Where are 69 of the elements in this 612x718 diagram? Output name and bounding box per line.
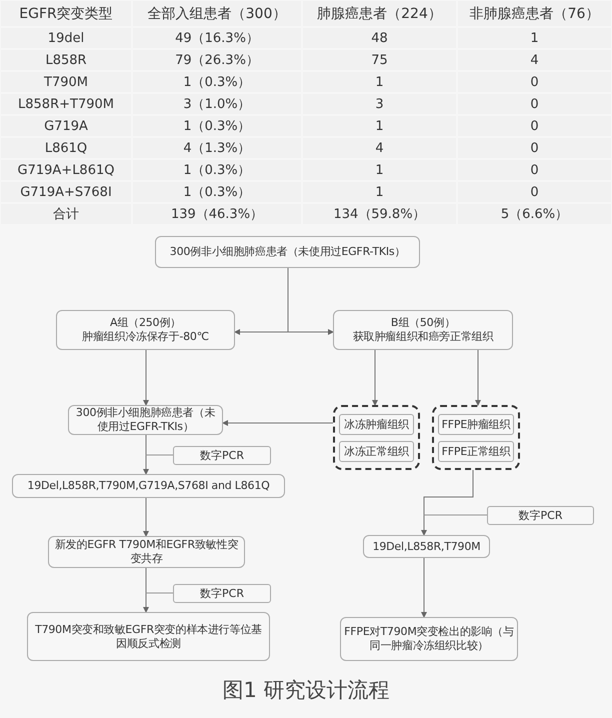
dashed-group-box (333, 405, 420, 470)
dashed-group-box (432, 405, 520, 470)
table-cell: 1 (303, 160, 456, 180)
table-cell: 合计 (1, 204, 131, 224)
column-header: 全部入组患者（300） (133, 1, 301, 26)
process-box: T790M突变和致敏EGFR突变的样本进行等位基因顺反式检测 (27, 612, 270, 661)
table-cell: 0 (458, 72, 611, 92)
column-header: EGFR突变类型 (1, 1, 131, 26)
table-cell: 0 (458, 116, 611, 136)
table-cell: 49（16.3%） (133, 28, 301, 48)
process-box: 19Del,L858R,T790M,G719A,S768I and L861Q (12, 474, 285, 498)
table-cell: 1 (458, 28, 611, 48)
arrow (143, 350, 149, 406)
table-cell: 48 (303, 28, 456, 48)
table-cell: G719A+L861Q (1, 160, 131, 180)
caption: 图1 研究设计流程 (222, 678, 390, 702)
arrow (475, 350, 481, 406)
table-cell: L861Q (1, 138, 131, 158)
table-cell: 4 (458, 50, 611, 70)
process-box: 300例非小细胞肺癌患者（未使用过EGFR-TKIs） (68, 405, 223, 435)
process-box: 300例非小细胞肺癌患者（未使用过EGFR-TKIs） (155, 236, 420, 268)
process-box: FFPE正常组织 (438, 441, 514, 462)
table-cell: 1（0.3%） (133, 72, 301, 92)
table-cell: L858R+T790M (1, 94, 131, 114)
table-cell: 0 (458, 138, 611, 158)
arrow (143, 434, 149, 475)
edge-label: 数字PCR (173, 584, 271, 603)
process-box: 冰冻肿瘤组织 (339, 414, 414, 435)
table-cell: 0 (458, 160, 611, 180)
table-cell: 19del (1, 28, 131, 48)
table-cell: 0 (458, 182, 611, 202)
arrow (372, 350, 378, 406)
table-cell: G719A (1, 116, 131, 136)
process-box: FFPE肿瘤组织 (438, 414, 514, 435)
arrow (421, 558, 427, 618)
table-cell: 1（0.3%） (133, 160, 301, 180)
table-cell: 0 (458, 94, 611, 114)
edge-label: 数字PCR (487, 506, 594, 525)
arrow (288, 268, 334, 335)
column-header: 肺腺癌患者（224） (303, 1, 456, 26)
arrow (143, 568, 149, 613)
process-box: FFPE对T790M突变检出的影响（与同一肿瘤冷冻组织比较） (340, 617, 518, 661)
table-cell: T790M (1, 72, 131, 92)
table-cell: 134（59.8%） (303, 204, 456, 224)
table-cell: 1（0.3%） (133, 182, 301, 202)
table-cell: 3 (303, 94, 456, 114)
table-cell: 79（26.3%） (133, 50, 301, 70)
table-cell: 1 (303, 182, 456, 202)
process-box: 19Del,L858R,T790M (363, 535, 490, 558)
table-cell: 3（1.0%） (133, 94, 301, 114)
table-cell: L858R (1, 50, 131, 70)
arrow (143, 498, 149, 537)
process-box: 冰冻正常组织 (339, 441, 414, 462)
column-header: 非肺腺癌患者（76） (458, 1, 611, 26)
table-cell: 4（1.3%） (133, 138, 301, 158)
process-box: A组（250例） 肿瘤组织冷冻保存于-80℃ (56, 310, 235, 350)
process-box: 新发的EGFR T790M和EGFR致敏性突变共存 (48, 536, 245, 568)
edge-label: 数字PCR (173, 446, 271, 465)
table-cell: G719A+S768I (1, 182, 131, 202)
table-cell: 75 (303, 50, 456, 70)
table-cell: 139（46.3%） (133, 204, 301, 224)
table-cell: 4 (303, 138, 456, 158)
table-cell: 1 (303, 116, 456, 136)
table-cell: 1（0.3%） (133, 116, 301, 136)
arrow (421, 470, 474, 536)
table-cell: 5（6.6%） (458, 204, 611, 224)
arrow (222, 420, 334, 426)
process-box: B组（50例） 获取肿瘤组织和癌旁正常组织 (333, 310, 513, 350)
table-cell: 1 (303, 72, 456, 92)
